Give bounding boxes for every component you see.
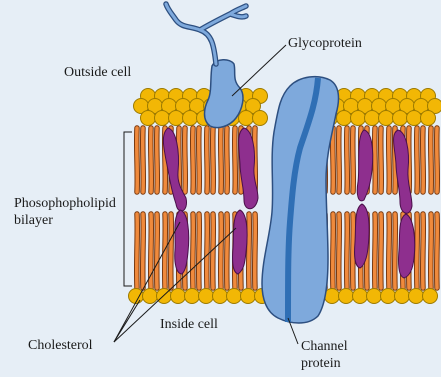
phospholipid-tail xyxy=(227,214,228,288)
outside-cell-label: Outside cell xyxy=(64,64,131,81)
phospholipid-head xyxy=(379,111,394,126)
phospholipid-tail xyxy=(255,214,256,288)
glycoprotein-label: Glycoprotein xyxy=(288,35,362,52)
phospholipid-tail xyxy=(347,214,348,288)
phospholipid-tail xyxy=(221,128,222,192)
phospholipid-tail xyxy=(375,214,376,288)
phospholipid-tail xyxy=(353,128,354,192)
phospholipid-tail xyxy=(151,214,152,288)
phospholipid-head xyxy=(143,289,158,304)
phospholipid-tail xyxy=(339,214,340,288)
phospholipid-tail xyxy=(417,128,418,192)
phospholipid-tail xyxy=(199,128,200,192)
phospholipid-tail xyxy=(333,128,334,192)
phospholipid-tail xyxy=(193,214,194,288)
phospholipid-tail xyxy=(235,128,236,192)
phospholipid-head xyxy=(423,289,438,304)
phospholipid-tail xyxy=(375,128,376,192)
phospholipid-bilayer-label: Phosophopholipid bilayer xyxy=(14,195,116,229)
phospholipid-tail xyxy=(395,214,396,288)
phospholipid-tail xyxy=(353,214,354,288)
phospholipid-tail xyxy=(347,128,348,192)
phospholipid-head xyxy=(171,289,186,304)
phospholipid-tail xyxy=(333,214,334,288)
phospholipid-head xyxy=(381,289,396,304)
phospholipid-head xyxy=(407,111,422,126)
phospholipid-tail xyxy=(199,214,200,288)
phospholipid-head xyxy=(421,111,436,126)
phospholipid-head xyxy=(253,111,268,126)
phospholipid-head xyxy=(199,289,214,304)
phospholipid-tail xyxy=(437,214,438,288)
phospholipid-tail xyxy=(431,214,432,288)
phospholipid-head xyxy=(409,289,424,304)
channel-label-line2: protein xyxy=(301,356,341,371)
cholesterol-label: Cholesterol xyxy=(28,337,93,354)
phospholipid-label-line2: bilayer xyxy=(14,213,53,228)
phospholipid-head xyxy=(367,289,382,304)
phospholipid-tail xyxy=(137,128,138,192)
phospholipid-tail xyxy=(165,214,166,288)
phospholipid-head xyxy=(213,289,228,304)
inside-cell-label: Inside cell xyxy=(160,316,218,333)
phospholipid-tail xyxy=(151,128,152,192)
phospholipid-tail xyxy=(381,214,382,288)
phospholipid-head xyxy=(183,111,198,126)
phospholipid-head xyxy=(169,111,184,126)
phospholipid-head xyxy=(339,289,354,304)
phospholipid-tail xyxy=(171,214,172,288)
phospholipid-tail xyxy=(143,128,144,192)
phospholipid-head xyxy=(395,289,410,304)
phospholipid-head xyxy=(227,289,242,304)
phospholipid-head xyxy=(141,111,156,126)
phospholipid-head xyxy=(185,289,200,304)
phospholipid-tail xyxy=(157,214,158,288)
phospholipid-tail xyxy=(431,128,432,192)
phospholipid-head xyxy=(239,111,254,126)
phospholipid-head xyxy=(155,111,170,126)
phospholipid-tail xyxy=(207,214,208,288)
phospholipid-tail xyxy=(339,128,340,192)
phospholipid-head xyxy=(393,111,408,126)
phospholipid-tail xyxy=(213,128,214,192)
phospholipid-tail xyxy=(381,128,382,192)
phospholipid-tail xyxy=(143,214,144,288)
phospholipid-tail xyxy=(137,214,138,288)
phospholipid-label-line1: Phosophopholipid xyxy=(14,196,116,211)
channel-protein-label: Channel protein xyxy=(301,338,348,372)
phospholipid-head xyxy=(365,111,380,126)
phospholipid-tail xyxy=(207,128,208,192)
phospholipid-head xyxy=(337,111,352,126)
phospholipid-tail xyxy=(213,214,214,288)
phospholipid-tail xyxy=(417,214,418,288)
phospholipid-tail xyxy=(249,214,250,288)
channel-label-line1: Channel xyxy=(301,339,348,354)
phospholipid-head xyxy=(353,289,368,304)
phospholipid-tail xyxy=(389,214,390,288)
phospholipid-tail xyxy=(423,128,424,192)
phospholipid-tail xyxy=(389,128,390,192)
phospholipid-tail xyxy=(157,128,158,192)
phospholipid-tail xyxy=(221,214,222,288)
phospholipid-tail xyxy=(185,128,186,192)
phospholipid-head xyxy=(351,111,366,126)
phospholipid-tail xyxy=(423,214,424,288)
cholesterol-molecule xyxy=(399,214,415,278)
phospholipid-tail xyxy=(193,128,194,192)
phospholipid-tail xyxy=(227,128,228,192)
phospholipid-tail xyxy=(437,128,438,192)
phospholipid-head xyxy=(241,289,256,304)
